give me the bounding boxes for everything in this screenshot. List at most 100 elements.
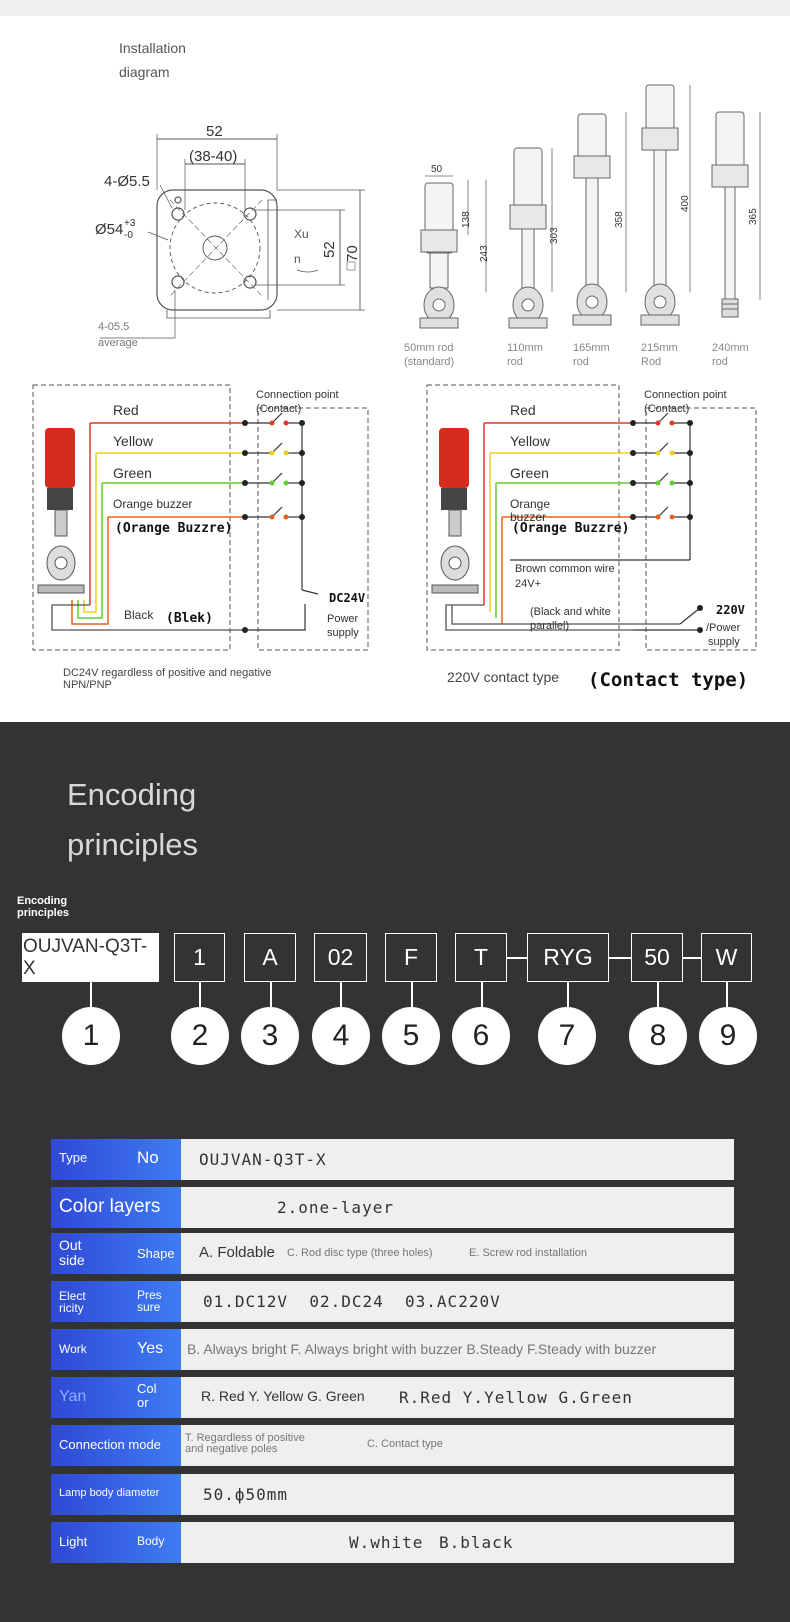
code-number-7: 7 [538, 1007, 596, 1065]
spec-row-lamp-diameter: Lamp body diameter 50.ф50mm [51, 1474, 734, 1515]
spec-head-label: Lamp body diameter [59, 1487, 160, 1499]
rod-label-3-line2: rod [573, 356, 589, 368]
spec-head-label: Light [59, 1534, 88, 1549]
spec-row-light-body: Light Body W.white B.black [51, 1522, 734, 1563]
spec-row-voltage: Elect ricity Pres sure 01.DC12V 02.DC24 … [51, 1281, 734, 1322]
spec-option-t-line1: T. Regardless of positive [185, 1432, 305, 1444]
right-caption: 220V contact type [447, 669, 559, 685]
spec-value-connection-mode: T. Regardless of positive and negative p… [181, 1425, 734, 1466]
rod-label-1-line2: (standard) [404, 356, 454, 368]
left-wire-black-bold: (Blek) [166, 611, 213, 626]
spec-option-black: B.black [439, 1533, 514, 1552]
spec-head-connection-mode: Connection mode [51, 1425, 181, 1466]
rod-height-3: 303 [549, 227, 560, 244]
right-brown-wire-label-line1: Brown common wire [515, 563, 615, 575]
code-box-5: F [385, 933, 437, 982]
encoding-small-line1: Encoding [17, 895, 68, 907]
left-wire-orange-bold: (Orange Buzzre) [115, 521, 232, 536]
installation-section: Installation diagram [0, 0, 790, 722]
spec-head-sublabel: No [137, 1148, 159, 1167]
code-vline-3 [270, 982, 272, 1012]
spec-value-color: R. Red Y. Yellow G. Green R.Red Y.Yellow… [181, 1377, 734, 1418]
spec-row-type: Type No OUJVAN-Q3T-X [51, 1139, 734, 1180]
spec-value-outside-shape: A. Foldable C. Rod disc type (three hole… [181, 1233, 734, 1274]
code-box-2: 1 [174, 933, 225, 982]
wiring-left-diagram [32, 384, 369, 651]
left-wire-green-label: Green [113, 465, 152, 481]
right-wire-orange-label-line2: buzzer [510, 510, 546, 524]
dim-70: 70 [344, 245, 361, 262]
right-brown-wire-label-line2: 24V+ [515, 578, 541, 590]
spec-row-connection-mode: Connection mode T. Regardless of positiv… [51, 1425, 734, 1466]
encoding-small-label: Encoding principles [17, 895, 69, 919]
spec-head-type: Type No [51, 1139, 181, 1180]
rod-label-2-line1: 110mm [507, 342, 543, 354]
spec-head-light-body: Light Body [51, 1522, 181, 1563]
left-wire-yellow-label: Yellow [113, 433, 154, 449]
spec-value-text: 50.ф50mm [203, 1485, 289, 1504]
spec-head-outside-shape: Out side Shape [51, 1233, 181, 1274]
code-vline-5 [411, 982, 413, 1012]
left-caption-line1: DC24V regardless of positive and negativ… [63, 667, 272, 679]
left-power-label-line2: supply [327, 627, 359, 639]
spec-head-voltage: Elect ricity Pres sure [51, 1281, 181, 1322]
code-number-9: 9 [699, 1007, 757, 1065]
rod-label-4-line2: Rod [641, 356, 661, 368]
code-box-6: T [455, 933, 507, 982]
encoding-small-line2: principles [17, 907, 69, 919]
code-box-9: W [701, 933, 752, 982]
rod-label-4-line1: 215mm [641, 342, 678, 354]
spec-head-sublabel: Col or [137, 1381, 157, 1410]
code-vline-8 [657, 982, 659, 1012]
code-number-5: 5 [382, 1007, 440, 1065]
right-wire-red-label: Red [510, 402, 536, 418]
installation-wiring-diagram: Installation diagram [32, 40, 761, 691]
dim-diameter-tolerance-upper: +3 [124, 218, 136, 229]
dim-n: n [294, 252, 301, 266]
spec-value-color-layers: 2.one-layer [181, 1187, 734, 1228]
spec-option-e: E. Screw rod installation [469, 1247, 587, 1259]
encoding-section: Encoding principles Encoding principles … [0, 722, 790, 1622]
left-power-label-line1: Power [327, 613, 359, 625]
rod-label-2-line2: rod [507, 356, 523, 368]
spec-head-label: Out side [59, 1237, 85, 1268]
code-box-3: A [244, 933, 296, 982]
code-number-1: 1 [62, 1007, 120, 1065]
rod-label-5-line1: 240mm [712, 342, 749, 354]
right-wire-yellow-label: Yellow [510, 433, 551, 449]
code-number-3: 3 [241, 1007, 299, 1065]
code-vline-7 [567, 982, 569, 1012]
spec-head-sublabel: Shape [137, 1246, 175, 1261]
spec-option-c: C. Rod disc type (three holes) [287, 1247, 433, 1259]
spec-option-t-line2: and negative poles [185, 1443, 278, 1455]
wiring-right-diagram [426, 384, 757, 651]
installation-title-line1: Installation [119, 40, 186, 56]
rod-lamps-drawing [419, 84, 761, 329]
spec-head-label: Yan [59, 1388, 87, 1405]
left-voltage-label: DC24V [329, 591, 365, 605]
rod-height-5: 400 [680, 195, 691, 212]
base-plate-drawing [100, 134, 365, 339]
right-bw-label-line2: parallel) [530, 620, 569, 632]
dim-52-top: 52 [206, 123, 223, 140]
spec-value-text: OUJVAN-Q3T-X [199, 1150, 327, 1169]
spec-head-label: Elect ricity [59, 1289, 86, 1315]
spec-value-voltage: 01.DC12V 02.DC24 03.AC220V [181, 1281, 734, 1322]
code-vline-9 [726, 982, 728, 1012]
spec-row-color: Yan Col or R. Red Y. Yellow G. Green R.R… [51, 1377, 734, 1418]
installation-title-line2: diagram [119, 64, 170, 80]
dim-52-side: 52 [321, 241, 338, 258]
spec-row-outside-shape: Out side Shape A. Foldable C. Rod disc t… [51, 1233, 734, 1274]
rod-label-1-line1: 50mm rod [404, 342, 454, 354]
spec-option-a: A. Foldable [199, 1244, 275, 1261]
right-voltage-label: 220V [716, 603, 745, 617]
dim-diameter-tolerance-lower: -0 [124, 230, 133, 241]
left-connection-label-line2: (Contact) [256, 403, 301, 415]
spec-row-work: Work Yes B. Always bright F. Always brig… [51, 1329, 734, 1370]
code-number-8: 8 [629, 1007, 687, 1065]
spec-value-text: 01.DC12V 02.DC24 03.AC220V [203, 1292, 501, 1311]
spec-value-lamp-diameter: 50.ф50mm [181, 1474, 734, 1515]
code-number-6: 6 [452, 1007, 510, 1065]
code-connector-8-9 [683, 957, 701, 959]
rod-height-4: 358 [614, 211, 625, 228]
